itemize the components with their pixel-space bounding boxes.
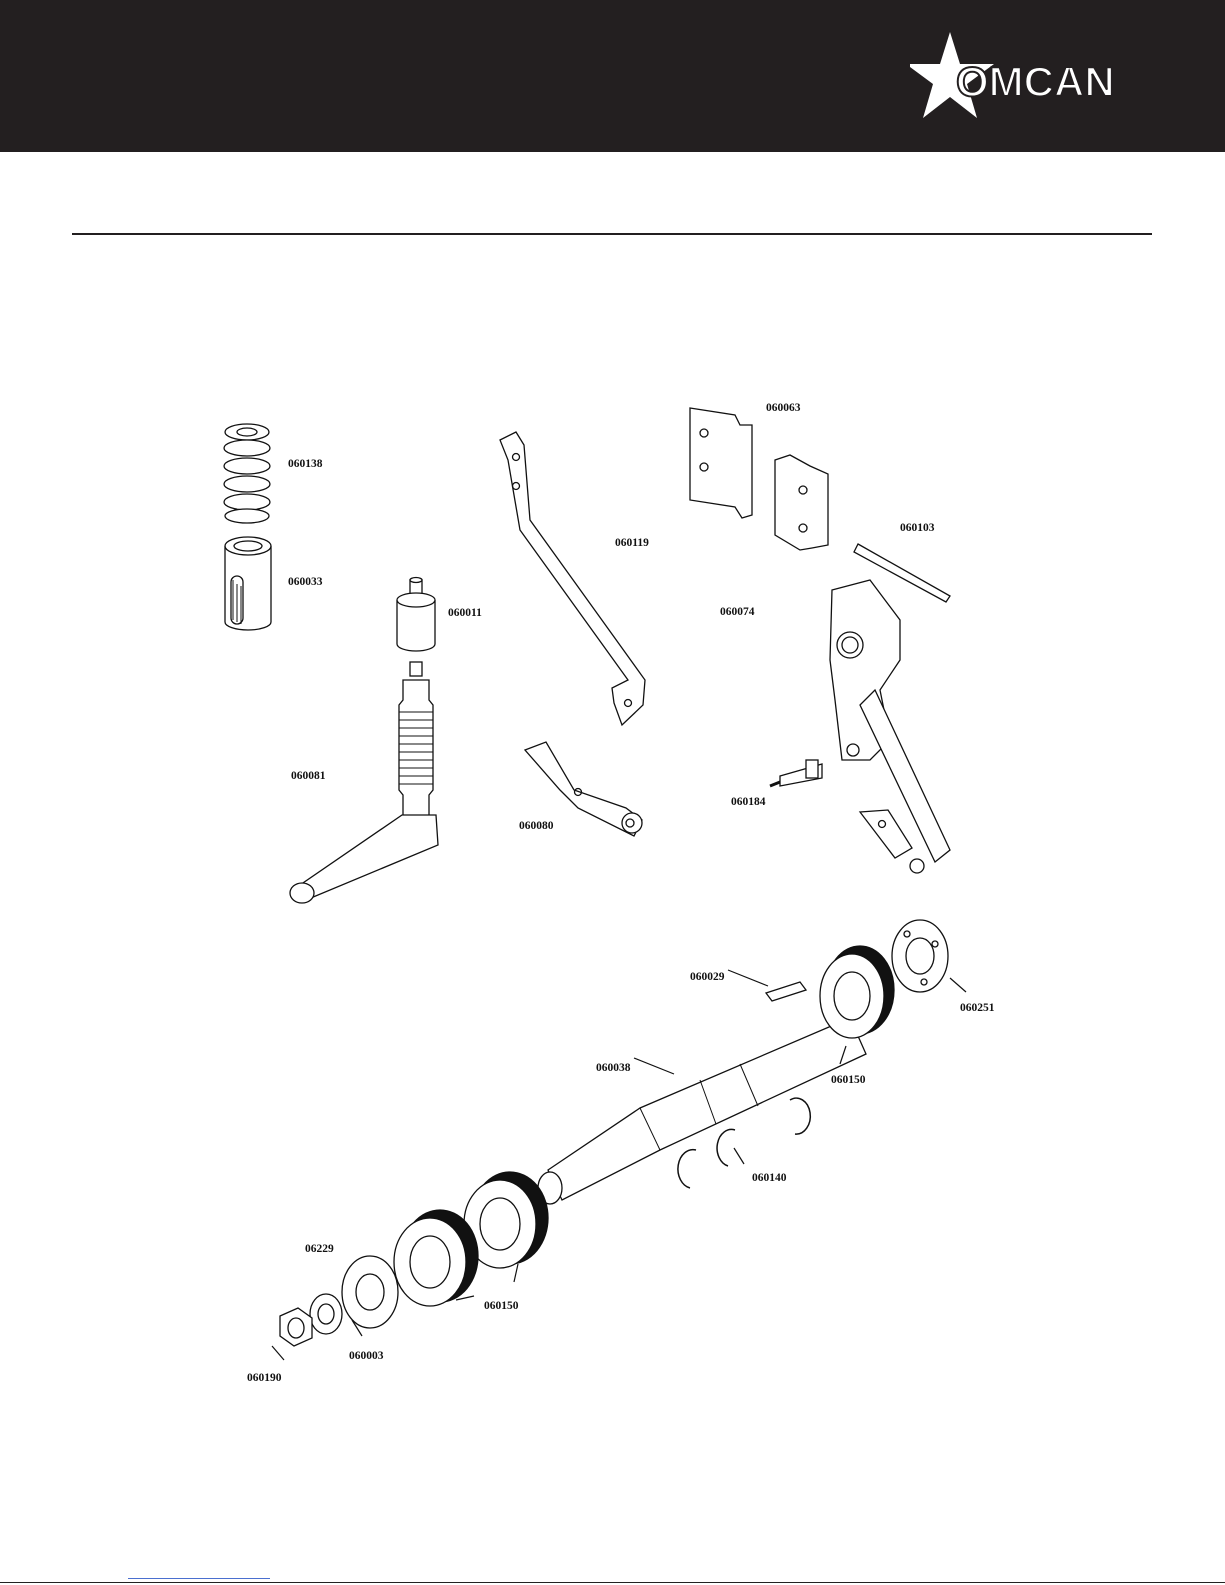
part-handle-060081 [290, 662, 438, 903]
label-060081: 060081 [291, 770, 326, 782]
part-bar-060119 [500, 432, 645, 725]
part-nut-060190 [280, 1308, 312, 1346]
part-bearing-060150-upper [820, 946, 894, 1038]
label-060080: 060080 [519, 820, 554, 832]
part-arm-060074 [830, 580, 950, 873]
part-washer-060003 [310, 1294, 342, 1334]
part-key-060029 [766, 982, 806, 1001]
footer-link-underline[interactable] [128, 1578, 270, 1579]
label-060103: 060103 [900, 522, 935, 534]
part-flange-06229 [342, 1256, 398, 1328]
label-060011: 060011 [448, 607, 482, 619]
part-sleeve-060033 [225, 537, 271, 630]
label-060150-lower: 060150 [484, 1300, 519, 1312]
footer-rule [0, 1582, 1225, 1583]
label-060074: 060074 [720, 606, 755, 618]
label-060184: 060184 [731, 796, 766, 808]
label-060033: 060033 [288, 576, 323, 588]
label-060190: 060190 [247, 1372, 282, 1384]
label-060150-upper: 060150 [831, 1074, 866, 1086]
label-060063: 060063 [766, 402, 801, 414]
label-060003: 060003 [349, 1350, 384, 1362]
label-060251: 060251 [960, 1002, 995, 1014]
part-flange-060251 [892, 920, 948, 992]
label-060119: 060119 [615, 537, 649, 549]
part-bearings-060150-lower [394, 1172, 548, 1306]
part-spring-060138 [224, 424, 270, 523]
part-shaft-060038 [538, 1018, 866, 1204]
label-060029: 060029 [690, 971, 725, 983]
label-060038: 060038 [596, 1062, 631, 1074]
label-060140: 060140 [752, 1172, 787, 1184]
part-brackets-060063 [690, 408, 828, 550]
label-06229: 06229 [305, 1243, 334, 1255]
part-bolt-060184 [770, 760, 822, 786]
label-060138: 060138 [288, 458, 323, 470]
part-cap-060011 [397, 578, 435, 652]
